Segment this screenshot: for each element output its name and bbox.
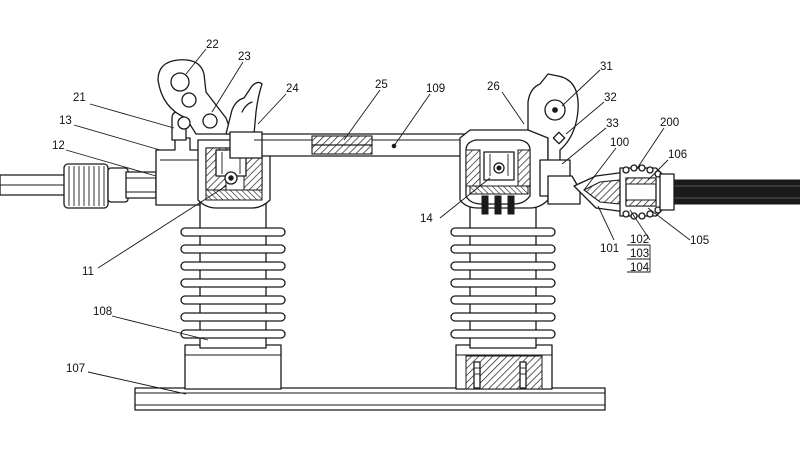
label-31: 31 [600,61,613,73]
insulator-shed [450,278,556,288]
seal-bead [630,164,638,172]
label-104: 104 [630,262,650,274]
label-22: 22 [206,39,219,51]
insulator-shed [180,244,286,254]
label-200: 200 [660,117,679,129]
seal-bead [638,212,646,220]
label-25: 25 [375,79,388,91]
label-33: 33 [606,118,619,130]
right-housing-bolts [481,195,515,215]
insulator-shed [180,295,286,305]
right-terminal [573,164,800,220]
seal-bead [622,210,630,218]
seal-bead [646,210,654,218]
insulator-shed [450,261,556,271]
insulator-shed [180,278,286,288]
label-102: 102 [630,234,649,246]
insulator-shed [450,295,556,305]
insulator-shed [450,312,556,322]
label-109: 109 [426,83,445,95]
right-base-bolts [473,361,527,389]
right-insulator [450,199,556,390]
label-14: 14 [420,213,433,225]
base-plate [134,387,606,411]
right-hinge [527,73,581,205]
left-cable [0,163,157,209]
label-105: 105 [690,235,709,247]
left-hinge [157,59,263,135]
insulator-shed [450,244,556,254]
seal-bead [646,166,654,174]
insulator-shed [450,227,556,237]
reference-labels: 22 23 24 21 13 12 25 109 26 31 32 33 200… [52,39,709,375]
label-108: 108 [93,306,112,318]
leader-lines [65,48,691,395]
label-21: 21 [73,92,86,104]
label-103: 103 [630,248,649,260]
insulator-shed [180,261,286,271]
insulator-shed [180,227,286,237]
insulator-shed [450,329,556,339]
label-23: 23 [238,51,251,63]
label-101: 101 [600,243,619,255]
label-32: 32 [604,92,617,104]
left-insulator [180,199,286,390]
label-106: 106 [668,149,687,161]
label-12: 12 [52,140,65,152]
label-13: 13 [59,115,72,127]
seal-bead [638,164,646,172]
label-107: 107 [66,363,85,375]
label-100: 100 [610,137,629,149]
seal-bead [622,166,630,174]
blade [229,131,471,159]
insulator-shed [180,312,286,322]
label-24: 24 [286,83,299,95]
insulator-shed [180,329,286,339]
right-housing [459,123,549,215]
label-11: 11 [82,266,94,278]
label-26: 26 [487,81,500,93]
